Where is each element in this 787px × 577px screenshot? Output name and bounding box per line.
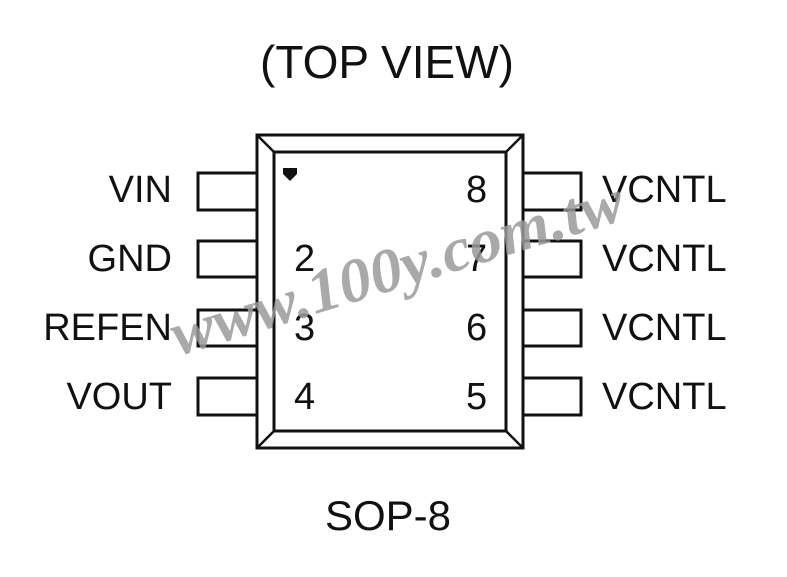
- pin-lead-6: [521, 308, 583, 348]
- right-pins: 8 7 6 5 VCNTL VCNTL VCNTL VCNTL: [466, 169, 727, 418]
- pin-number-8: 8: [466, 169, 487, 211]
- pin-number-5: 5: [466, 376, 487, 418]
- pin-number-2: 2: [294, 238, 315, 280]
- pin-label-5: VCNTL: [602, 376, 727, 418]
- pin-lead-3: [196, 308, 259, 348]
- pin-lead-4: [196, 376, 259, 417]
- pin-label-8: VCNTL: [602, 169, 727, 211]
- pin-label-4: VOUT: [66, 376, 172, 418]
- pin-lead-2: [196, 239, 259, 279]
- pin-number-3: 3: [294, 307, 315, 349]
- pin-lead-5: [521, 376, 583, 417]
- package-name: SOP-8: [325, 492, 451, 539]
- pin-label-3: REFEN: [43, 307, 172, 349]
- pin-lead-8: [521, 171, 583, 212]
- ic-package-body: [255, 133, 525, 450]
- pin-label-2: GND: [88, 238, 172, 280]
- left-pins: VIN GND REFEN VOUT 2 3 4: [43, 169, 315, 418]
- pin-lead-1: [196, 171, 259, 212]
- pin-label-7: VCNTL: [602, 238, 727, 280]
- pin-number-4: 4: [294, 376, 315, 418]
- pin-number-6: 6: [466, 307, 487, 349]
- pin-label-1: VIN: [109, 169, 172, 211]
- pin1-marker-icon: [283, 168, 297, 181]
- pin-label-6: VCNTL: [602, 307, 727, 349]
- diagram-title: (TOP VIEW): [260, 36, 514, 88]
- pin-lead-7: [521, 239, 583, 279]
- pin-number-7: 7: [466, 238, 487, 280]
